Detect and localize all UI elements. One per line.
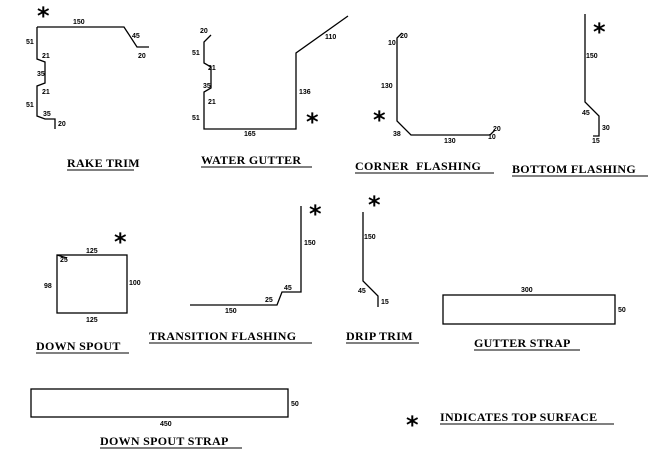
legend-top-surface-icon: *	[406, 411, 419, 439]
water-gutter-profile: 20 51 21 35 21 51 165 136 110 * WATER GU…	[192, 15, 349, 168]
corner-flashing-dim-bottom: 130	[444, 138, 456, 145]
legend: * INDICATES TOP SURFACE	[406, 410, 614, 439]
bottom-flashing-dim-angle: 45	[582, 110, 590, 117]
water-gutter-dim-side3: 51	[192, 115, 200, 122]
water-gutter-dim-bottom: 165	[244, 131, 256, 138]
transition-flashing-title: TRANSITION FLASHING	[149, 329, 296, 343]
corner-flashing-dim-side: 130	[381, 83, 393, 90]
down-spout-title: DOWN SPOUT	[36, 339, 121, 353]
transition-flashing-outline	[190, 206, 302, 306]
water-gutter-dim-side1: 51	[192, 50, 200, 57]
down-spout-profile: 125 25 98 100 125 * DOWN SPOUT	[36, 228, 141, 354]
bottom-flashing-outline	[584, 14, 600, 137]
corner-flashing-dim-hem-depth: 10	[388, 40, 396, 47]
rake-trim-dim-side2: 35	[37, 71, 45, 78]
drip-trim-top-surface-icon: *	[368, 191, 381, 219]
corner-flashing-title: CORNER FLASHING	[355, 159, 481, 173]
gutter-strap-dim-width: 50	[618, 307, 626, 314]
transition-flashing-top-surface-icon: *	[309, 200, 322, 228]
rake-trim-dim-side3: 51	[26, 102, 34, 109]
gutter-strap-dim-length: 300	[521, 287, 533, 294]
rake-trim-title: RAKE TRIM	[67, 156, 140, 170]
down-spout-strap-dim-width: 50	[291, 401, 299, 408]
down-spout-strap-outline	[30, 388, 289, 418]
water-gutter-title: WATER GUTTER	[201, 153, 301, 167]
down-spout-dim-top: 125	[86, 248, 98, 255]
legend-text: INDICATES TOP SURFACE	[440, 410, 597, 424]
drip-trim-profile: * 150 45 15 DRIP TRIM	[346, 191, 419, 344]
down-spout-dim-bottom: 125	[86, 317, 98, 324]
bottom-flashing-dim-drop: 30	[602, 125, 610, 132]
rake-trim-dim-drip: 20	[58, 121, 66, 128]
down-spout-dim-left: 98	[44, 283, 52, 290]
bottom-flashing-top-surface-icon: *	[593, 18, 606, 46]
rake-trim-dim-top: 150	[73, 19, 85, 26]
transition-flashing-dim-angle: 25	[265, 297, 273, 304]
gutter-strap-profile: 300 50 GUTTER STRAP	[442, 287, 626, 351]
drip-trim-outline	[362, 212, 379, 307]
water-gutter-dim-hem: 20	[200, 28, 208, 35]
rake-trim-dim-hem: 20	[138, 53, 146, 60]
down-spout-strap-profile: 50 450 DOWN SPOUT STRAP	[30, 388, 299, 449]
water-gutter-dim-kick: 110	[325, 34, 336, 41]
water-gutter-dim-back: 136	[299, 89, 311, 96]
down-spout-strap-title: DOWN SPOUT STRAP	[100, 434, 229, 448]
transition-flashing-profile: * 150 45 25 150 TRANSITION FLASHING	[149, 200, 322, 344]
gutter-strap-title: GUTTER STRAP	[474, 336, 571, 350]
drip-trim-title: DRIP TRIM	[346, 329, 413, 343]
rake-trim-dim-step2: 21	[42, 89, 50, 96]
corner-flashing-top-surface-icon: *	[373, 106, 386, 134]
rake-trim-lower-outline	[36, 27, 56, 129]
rake-trim-profile: * 150 45 20 51 21 35 21 51 35 20 RAKE TR…	[26, 2, 149, 171]
corner-flashing-profile: 10 20 130 38 130 20 10 * CORNER FLASHING	[355, 32, 501, 174]
down-spout-dim-right: 100	[129, 280, 141, 287]
corner-flashing-dim-hem: 20	[400, 33, 408, 40]
down-spout-seam	[56, 254, 68, 259]
corner-flashing-outline	[396, 32, 496, 136]
bottom-flashing-dim-side: 150	[586, 53, 598, 60]
bottom-flashing-title: BOTTOM FLASHING	[512, 162, 636, 176]
corner-flashing-dim-lip: 20	[493, 126, 501, 133]
drip-trim-dim-side: 150	[364, 234, 376, 241]
drip-trim-dim-drop: 15	[381, 299, 389, 306]
drip-trim-dim-angle: 45	[358, 288, 366, 295]
down-spout-top-surface-icon: *	[114, 228, 127, 256]
rake-trim-dim-angle: 45	[132, 33, 140, 40]
water-gutter-outline	[203, 15, 349, 130]
rake-trim-top-surface-icon: *	[37, 2, 50, 30]
gutter-strap-outline	[442, 294, 616, 325]
transition-flashing-dim-bottom: 150	[225, 308, 237, 315]
rake-trim-dim-foot: 35	[43, 111, 51, 118]
transition-flashing-dim-step: 45	[284, 285, 292, 292]
transition-flashing-dim-side: 150	[304, 240, 316, 247]
down-spout-dim-seam: 25	[60, 257, 68, 264]
rake-trim-dim-side1: 51	[26, 39, 34, 46]
down-spout-strap-dim-length: 450	[160, 421, 172, 428]
bottom-flashing-dim-hem: 15	[592, 138, 600, 145]
bottom-flashing-profile: * 150 45 30 15 BOTTOM FLASHING	[512, 14, 648, 177]
water-gutter-dim-step1: 21	[208, 65, 216, 72]
water-gutter-dim-side2: 35	[203, 83, 211, 90]
corner-flashing-dim-corner: 38	[393, 131, 401, 138]
rake-trim-dim-step1: 21	[42, 53, 50, 60]
corner-flashing-dim-lip-depth: 10	[488, 134, 496, 141]
down-spout-outline	[56, 254, 128, 314]
water-gutter-dim-step2: 21	[208, 99, 216, 106]
water-gutter-top-surface-icon: *	[306, 108, 319, 136]
rake-trim-outline	[37, 26, 149, 48]
